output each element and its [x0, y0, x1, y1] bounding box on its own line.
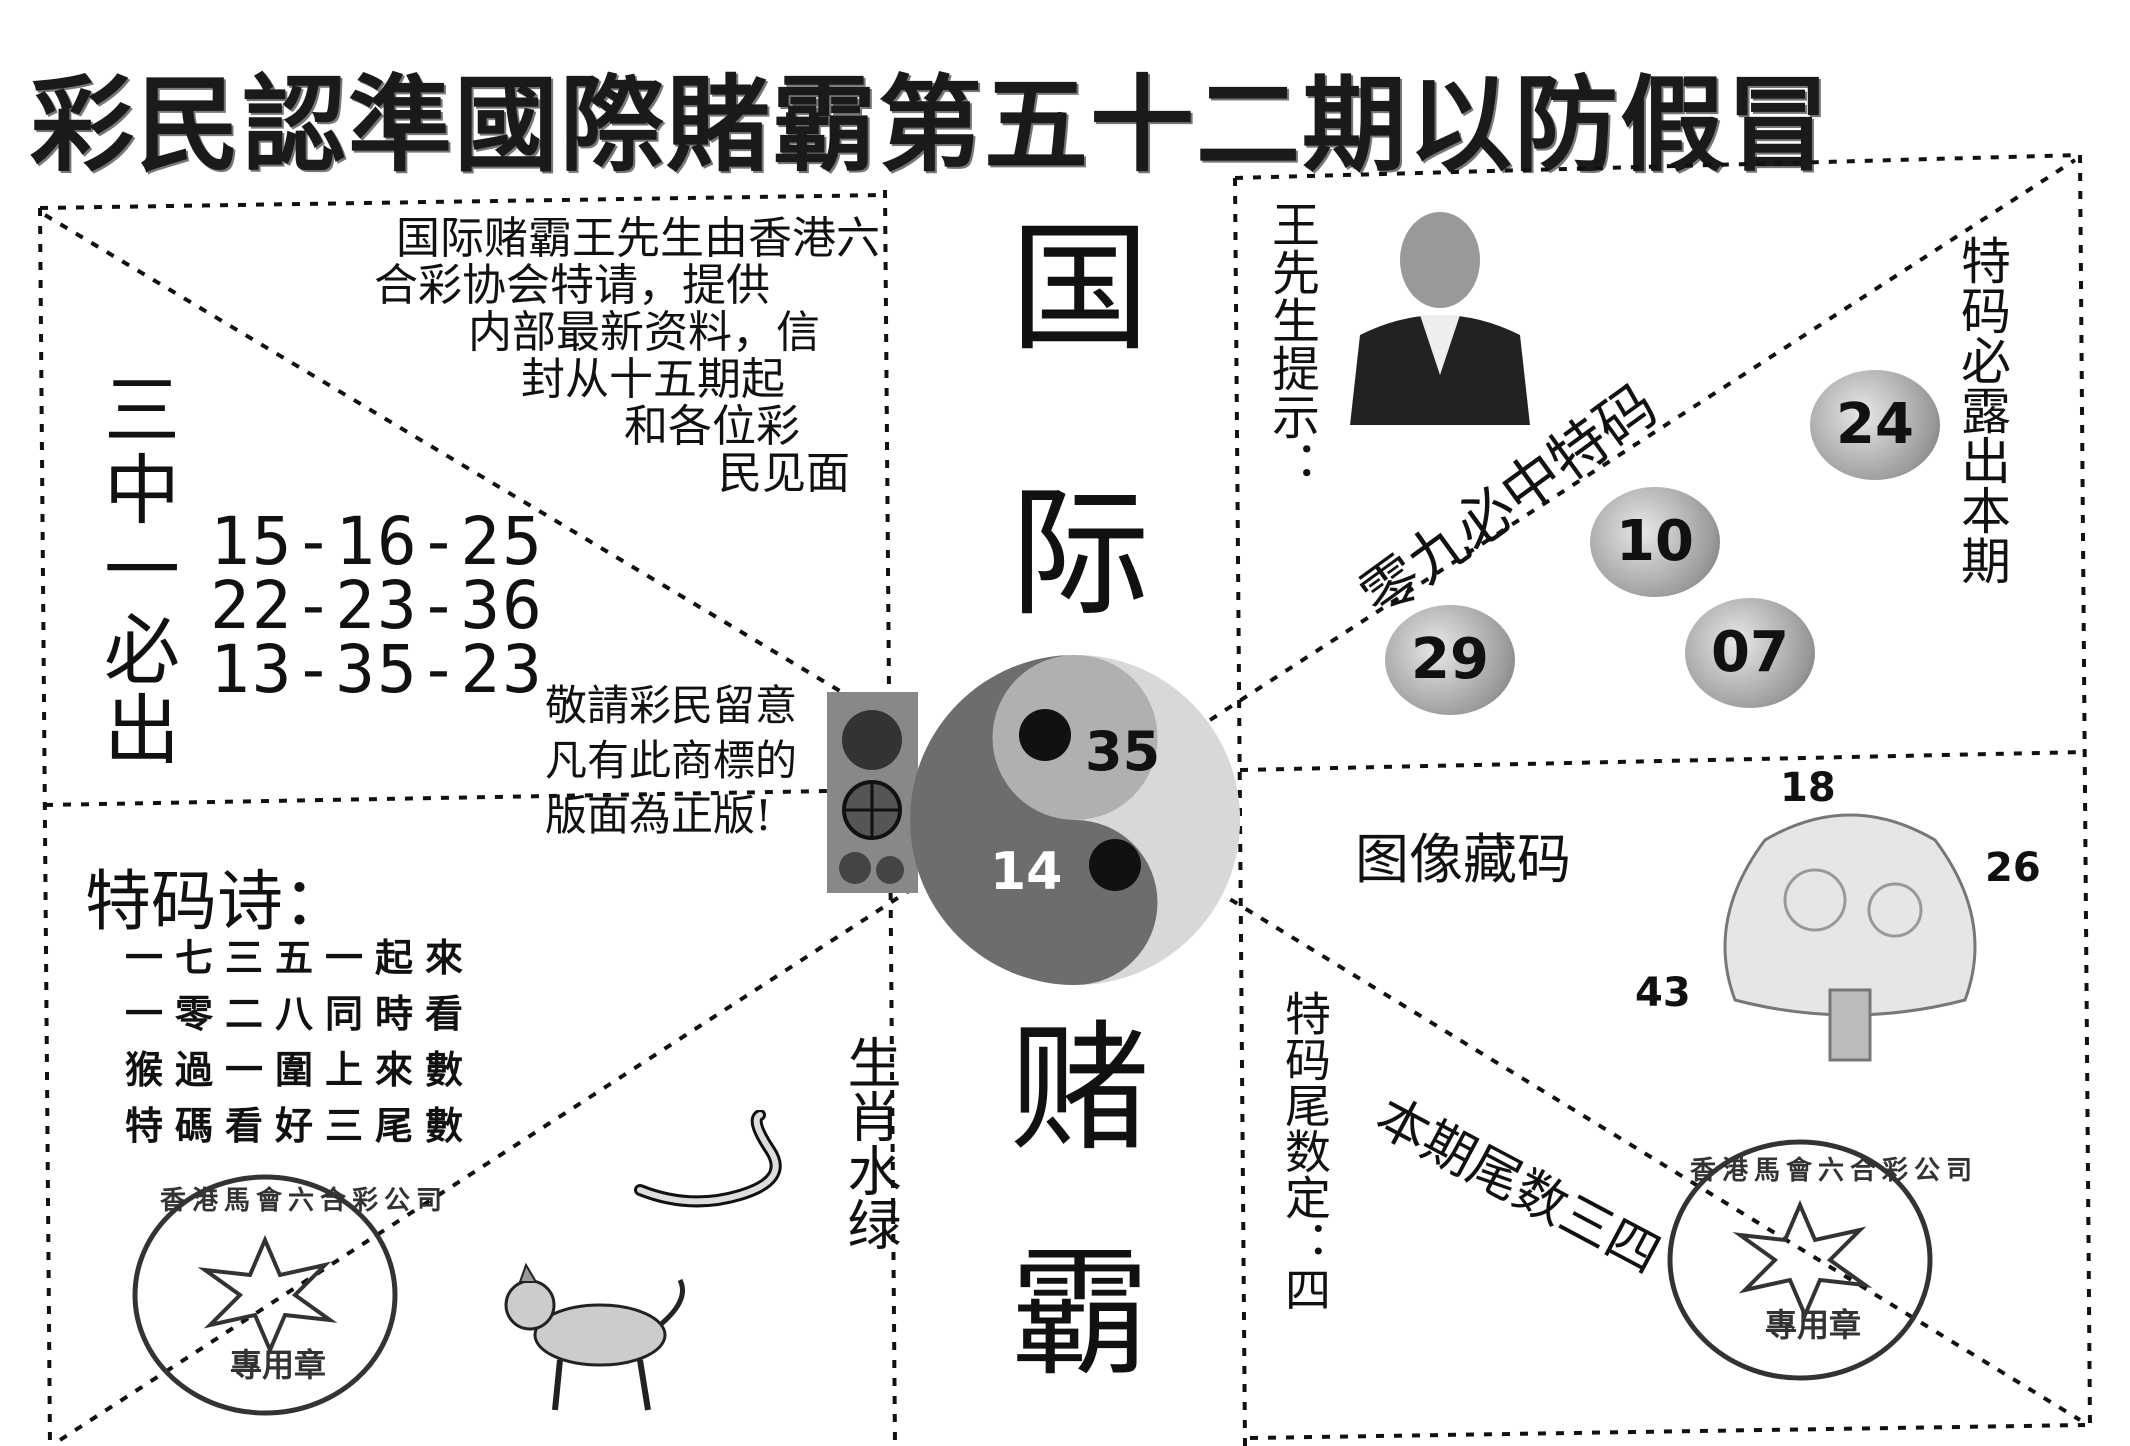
texiang-label: 特码必露出本期 — [1953, 235, 2011, 585]
poem-line: 一零二八同時看 — [125, 991, 476, 1036]
stamp-ring-text: 香港馬會六合彩公司 — [160, 1186, 449, 1216]
center-char: 霸 — [1009, 1233, 1150, 1396]
notice-text: 敬請彩民留意 凡有此商標的 版面為正版! — [545, 678, 815, 843]
intro-line: 国际赌霸王先生由香港六 — [396, 213, 880, 264]
intro-line: 民见面 — [718, 448, 850, 499]
yinyang-number: 35 — [1085, 720, 1161, 783]
trademark-emblem-icon — [827, 692, 918, 893]
number-ball: 24 — [1810, 370, 1940, 480]
image-code-number: 26 — [1985, 845, 2041, 891]
combo-row: 22-23-36 — [210, 567, 544, 644]
number-ball: 10 — [1590, 487, 1720, 597]
dog-icon — [504, 1262, 685, 1411]
poem-lines: 一七三五一起來 一零二八同時看 猴過一圍上來數 特碼看好三尾數 — [125, 930, 475, 1154]
image-code-label: 图像藏码 — [1355, 828, 1571, 891]
intro-line: 内部最新资料，信 — [468, 307, 820, 358]
yinyang-number: 14 — [990, 842, 1063, 902]
stamp-ring-text: 香港馬會六合彩公司 — [1690, 1156, 1979, 1186]
intro-line: 和各位彩 — [624, 401, 800, 452]
sanzhong-combos: 15-16-25 22-23-36 13-35-23 — [210, 503, 544, 708]
company-stamp-icon — [1667, 1139, 1933, 1381]
wang-tip-label: 王先生提示： — [1263, 200, 1319, 488]
weishu-label: 特码尾数定：四 — [1278, 990, 1332, 1312]
intro-line: 合彩协会特请，提供 — [374, 260, 770, 311]
image-code-number: 43 — [1635, 970, 1691, 1016]
tree-image-icon — [1723, 813, 1977, 1062]
shengxiao-label: 生肖水绿 — [838, 1035, 901, 1251]
notice-line: 凡有此商標的 — [545, 736, 798, 785]
intro-line: 封从十五期起 — [521, 354, 785, 405]
poem-title: 特码诗： — [85, 863, 349, 940]
notice-line: 敬請彩民留意 — [545, 681, 798, 730]
snake-icon — [634, 1110, 782, 1208]
notice-line: 版面為正版! — [545, 791, 772, 840]
man-portrait-icon — [1350, 212, 1530, 425]
yin-yang-icon — [910, 655, 1240, 985]
company-stamp-icon — [132, 1174, 398, 1416]
center-char: 赌 — [1009, 1008, 1150, 1171]
number-ball: 07 — [1685, 598, 1815, 708]
poem-line: 一七三五一起來 — [125, 935, 476, 980]
combo-row: 13-35-23 — [210, 631, 544, 708]
image-code-number: 18 — [1780, 765, 1836, 811]
poem-line: 猴過一圍上來數 — [125, 1047, 476, 1092]
poem-line: 特碼看好三尾數 — [125, 1103, 476, 1148]
center-char: 际 — [1009, 473, 1150, 636]
intro-text: 国际赌霸王先生由香港六 合彩协会特请，提供 内部最新资料，信 封从十五期起 和各… — [160, 215, 880, 497]
center-char: 国 — [1009, 208, 1150, 371]
stamp-center-text: 專用章 — [1765, 1306, 1862, 1344]
number-ball: 29 — [1385, 605, 1515, 715]
combo-row: 15-16-25 — [210, 503, 544, 580]
sanzhong-label: 三中一必出 — [91, 370, 180, 770]
stamp-center-text: 專用章 — [230, 1346, 327, 1384]
